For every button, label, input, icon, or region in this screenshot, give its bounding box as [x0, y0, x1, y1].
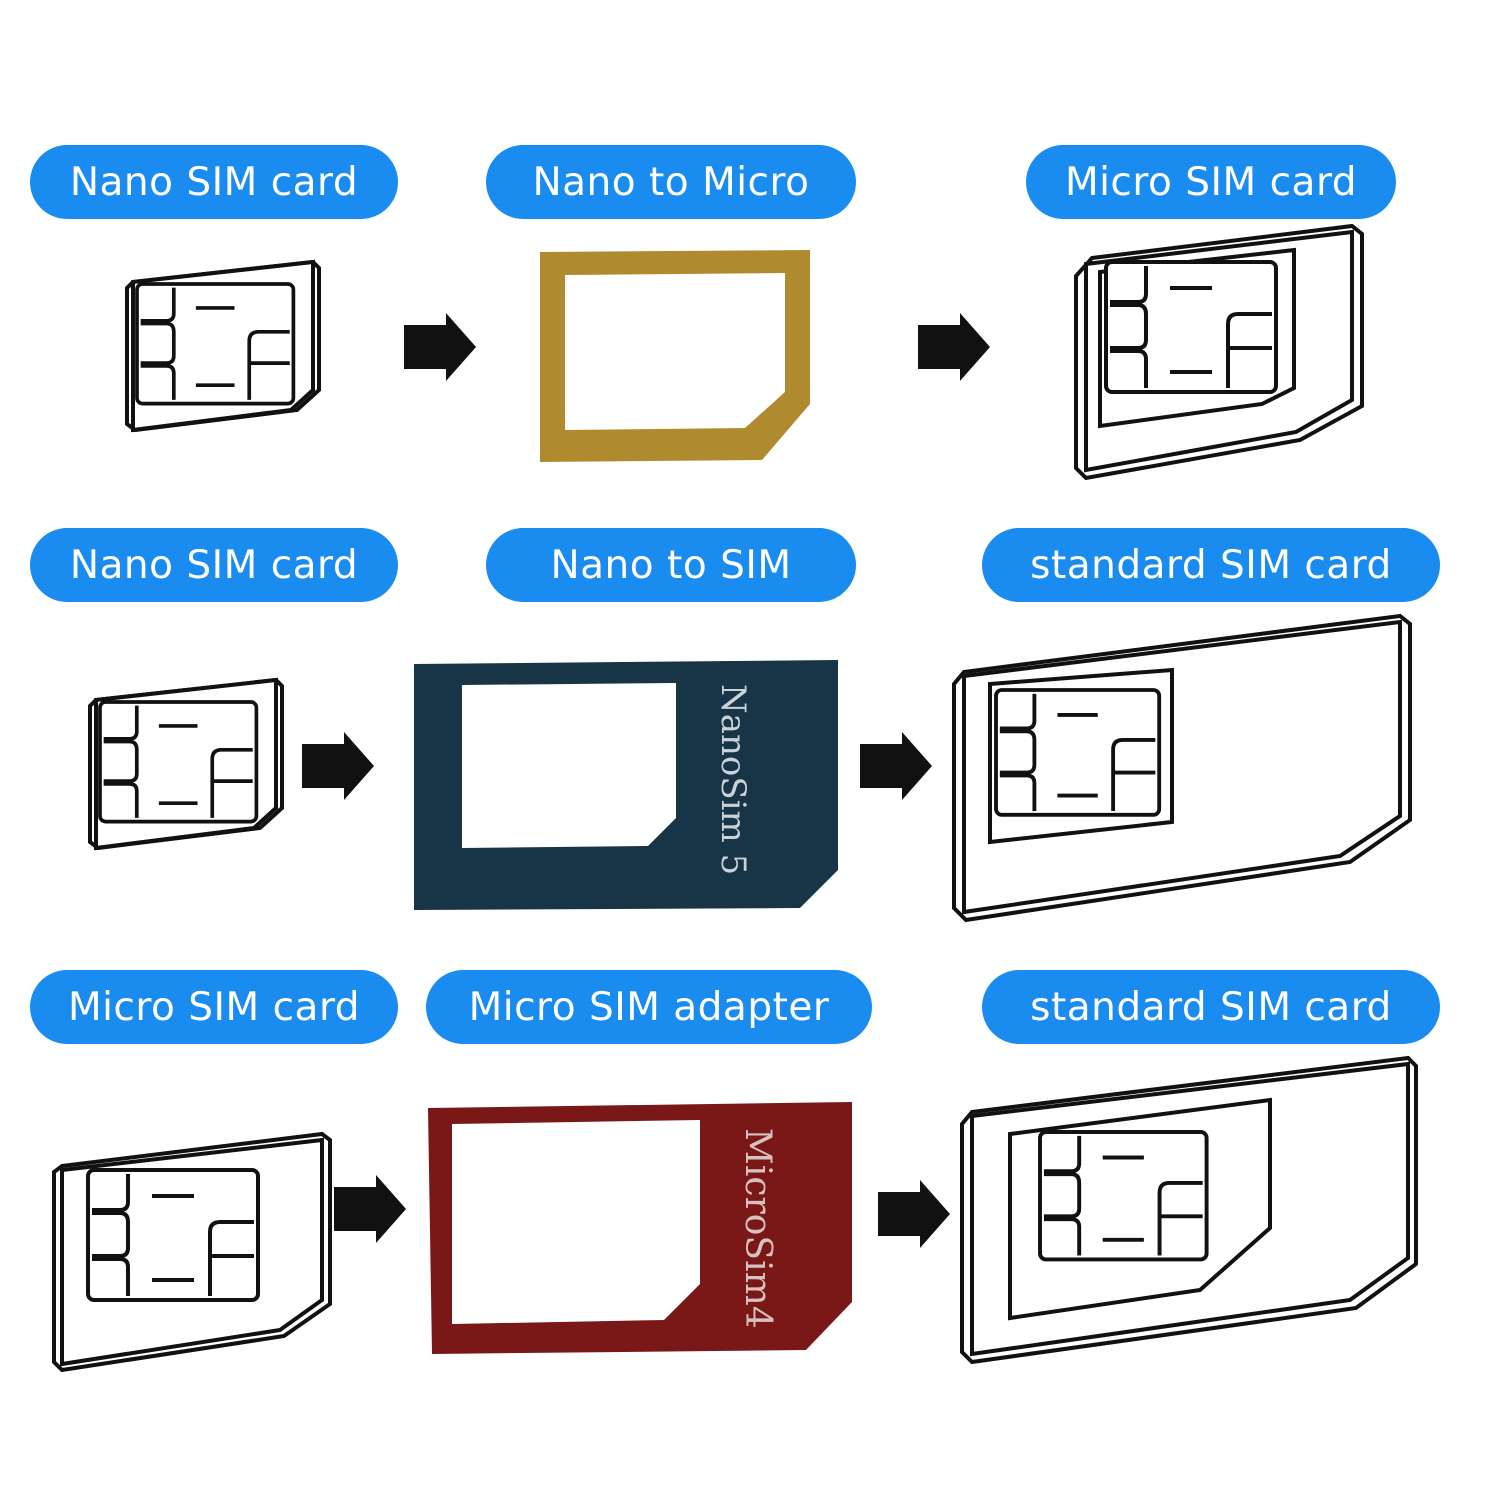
adapter-row3-text: MicroSim4 — [737, 1128, 778, 1329]
nano-sim-icon — [90, 680, 282, 848]
nano-sim-icon — [127, 262, 319, 430]
arrow-right-icon — [334, 1175, 406, 1243]
arrow-right-icon — [404, 313, 476, 381]
arrow-right-icon — [918, 313, 990, 381]
micro-sim-icon — [52, 1131, 332, 1373]
label-row3-micro-sim: Micro SIM card — [30, 970, 398, 1044]
arrow-right-icon — [878, 1180, 950, 1248]
standard-sim-icon — [960, 1055, 1418, 1365]
label-row2-nano-to-sim: Nano to SIM — [486, 528, 856, 602]
adapter-icon: MicroSim4 — [428, 1102, 852, 1354]
arrow-right-icon — [860, 732, 932, 800]
arrow-right-icon — [302, 732, 374, 800]
label-row2-standard-sim: standard SIM card — [982, 528, 1440, 602]
adapter-icon: NanoSim 5 — [414, 660, 838, 910]
label-row3-micro-sim-adapter: Micro SIM adapter — [426, 970, 872, 1044]
label-row2-nano-sim: Nano SIM card — [30, 528, 398, 602]
adapter-row2-text: NanoSim 5 — [713, 684, 753, 875]
label-row1-nano-to-micro: Nano to Micro — [486, 145, 856, 219]
micro-sim-icon — [1074, 223, 1364, 481]
standard-sim-icon — [952, 613, 1412, 923]
label-row1-nano-sim: Nano SIM card — [30, 145, 398, 219]
adapter-icon — [540, 250, 810, 462]
label-row3-standard-sim: standard SIM card — [982, 970, 1440, 1044]
label-row1-micro-sim: Micro SIM card — [1026, 145, 1396, 219]
